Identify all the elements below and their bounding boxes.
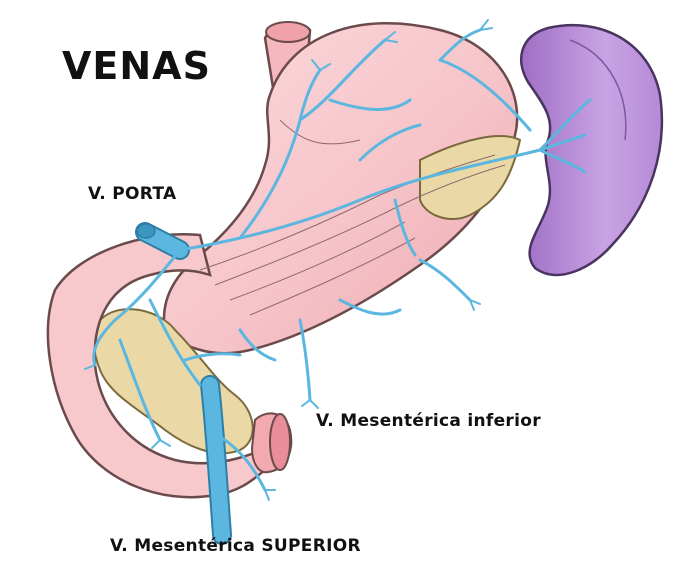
esophagus-opening — [265, 21, 311, 43]
spleen-fold — [569, 39, 627, 141]
stomach-rugae — [199, 119, 506, 316]
duodenum — [46, 233, 278, 499]
diagram-title: VENAS — [62, 44, 211, 88]
label-mesenterica-superior: V. Mesentérica SUPERIOR — [110, 536, 361, 556]
vein-twigs — [84, 19, 493, 501]
vein-branches — [92, 28, 592, 492]
portal-vein — [135, 222, 190, 260]
superior-mesenteric-vein — [200, 375, 232, 545]
label-mesenterica-inferior: V. Mesentérica inferior — [316, 411, 541, 431]
pancreas-tail — [419, 135, 522, 220]
intestine-opening — [269, 413, 291, 471]
spleen — [519, 23, 664, 277]
label-vena-porta: V. PORTA — [88, 184, 177, 204]
